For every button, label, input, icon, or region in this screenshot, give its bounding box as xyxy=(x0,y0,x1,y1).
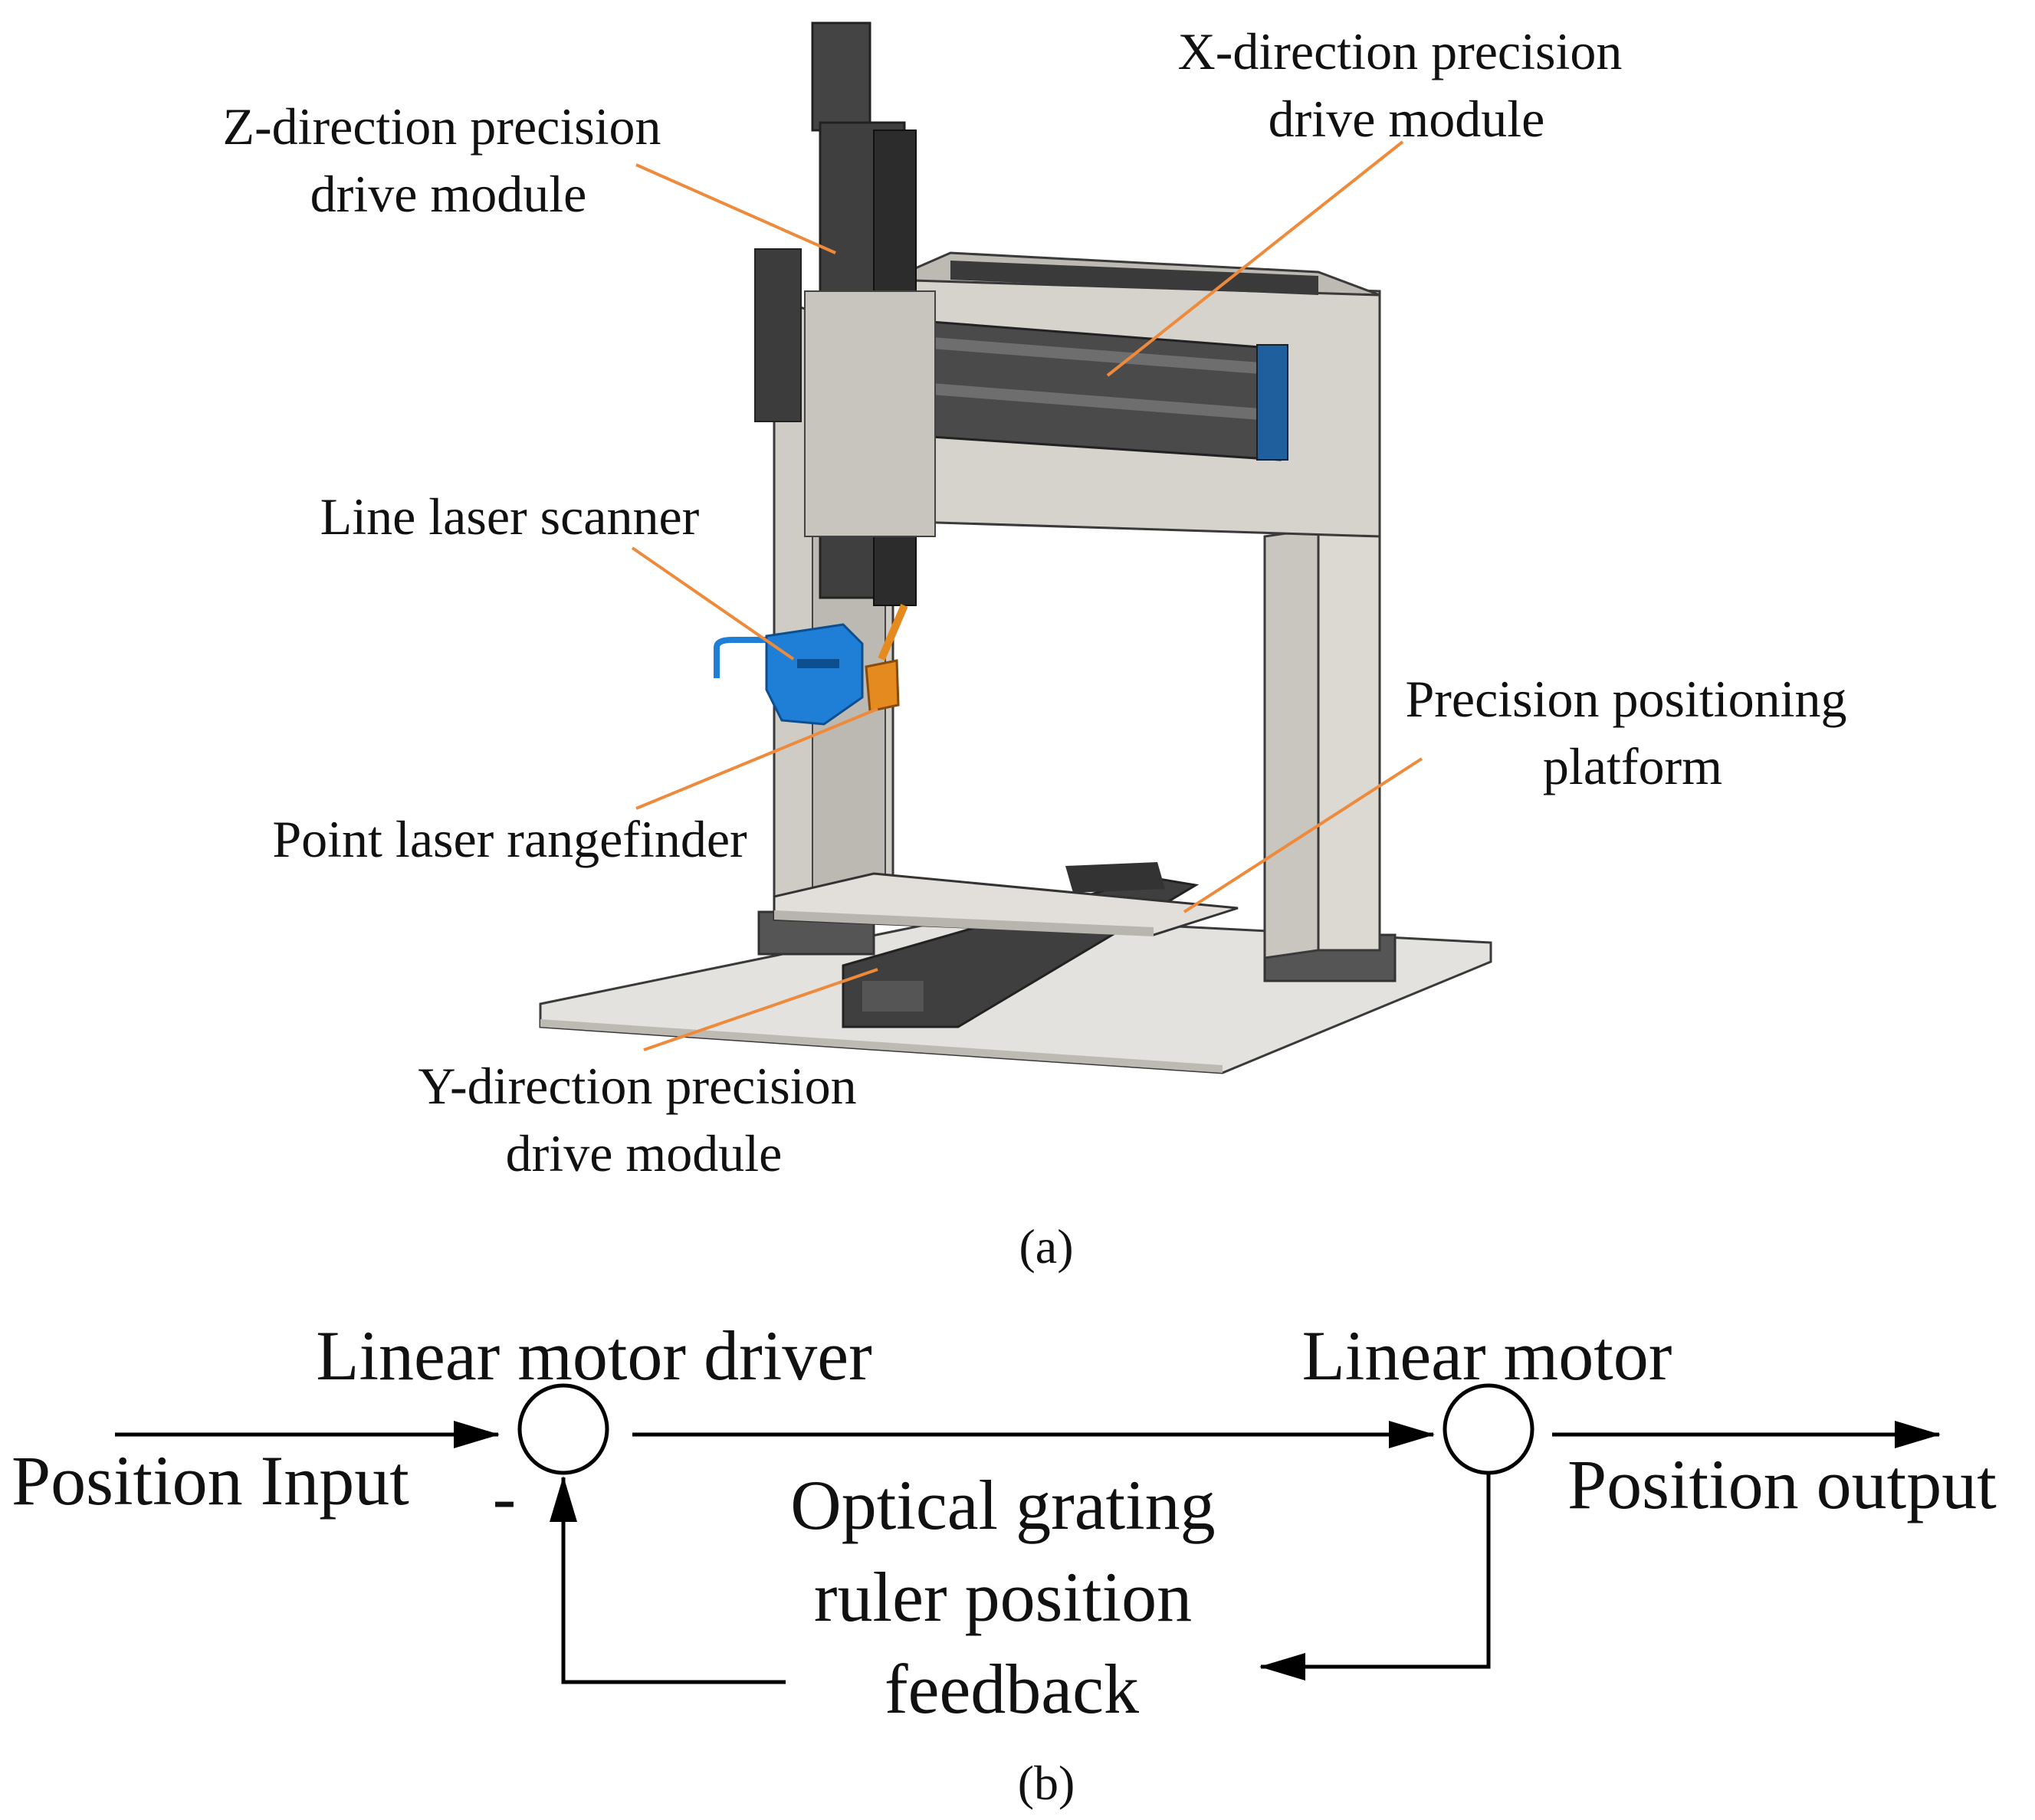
x-cable-chain xyxy=(950,261,1318,295)
line-laser-scanner-device xyxy=(714,623,864,726)
leader-platform xyxy=(1183,757,1423,913)
right-column xyxy=(1263,527,1320,959)
feedback-line3: feedback xyxy=(885,1650,1139,1728)
callout-x-module-line1: X-direction precision xyxy=(1178,22,1623,80)
callout-y-module: Y-direction precision drive module xyxy=(418,1057,869,1182)
z-side-block xyxy=(754,248,802,422)
x-module-end-cap xyxy=(1256,344,1288,461)
callout-platform-line2: platform xyxy=(1543,737,1722,795)
callout-point-rangefinder: Point laser rangefinder xyxy=(272,810,747,868)
z-carriage-plate xyxy=(804,290,936,537)
point-laser-rangefinder-device xyxy=(865,604,908,713)
callout-y-module-line1: Y-direction precision xyxy=(418,1057,856,1115)
leader-lines xyxy=(631,140,1423,1051)
panel-b-label: (b) xyxy=(1018,1756,1075,1810)
callout-z-module-line1: Z-direction precision xyxy=(222,97,661,156)
feedback-down-right xyxy=(1259,1473,1491,1681)
gantry-machine-illustration xyxy=(539,21,1492,1074)
driver-label: Linear motor driver xyxy=(316,1317,872,1395)
motor-node xyxy=(1443,1383,1534,1475)
callout-y-module-line2: drive module xyxy=(506,1124,783,1182)
feedback-line2: ruler position xyxy=(814,1558,1192,1636)
summing-junction xyxy=(517,1383,609,1475)
callout-platform: Precision positioning platform xyxy=(1405,670,1859,795)
callout-x-module: X-direction precision drive module xyxy=(1178,22,1636,148)
input-label: Position Input xyxy=(11,1441,409,1520)
minus-sign: - xyxy=(493,1458,517,1536)
panel-a-label: (a) xyxy=(1019,1219,1073,1274)
feedback-to-junction xyxy=(550,1476,786,1684)
callout-z-module: Z-direction precision drive module xyxy=(222,97,674,223)
leader-point-rangefinder xyxy=(635,707,878,810)
callout-line-scanner: Line laser scanner xyxy=(320,487,700,546)
motor-label: Linear motor xyxy=(1302,1317,1672,1395)
z-motor xyxy=(811,21,871,132)
callout-platform-line1: Precision positioning xyxy=(1405,670,1846,728)
feedback-label: Optical grating ruler position feedback xyxy=(790,1466,1232,1728)
output-label: Position output xyxy=(1567,1445,1997,1523)
feedback-line1: Optical grating xyxy=(790,1466,1215,1544)
leader-y-module xyxy=(643,968,878,1051)
base-plate-edge xyxy=(540,1019,1223,1073)
leader-line-scanner xyxy=(631,546,795,661)
callout-z-module-line2: drive module xyxy=(310,165,587,223)
leader-x-module xyxy=(1106,140,1404,377)
leader-z-module xyxy=(635,163,836,254)
callout-x-module-line2: drive module xyxy=(1269,90,1545,148)
